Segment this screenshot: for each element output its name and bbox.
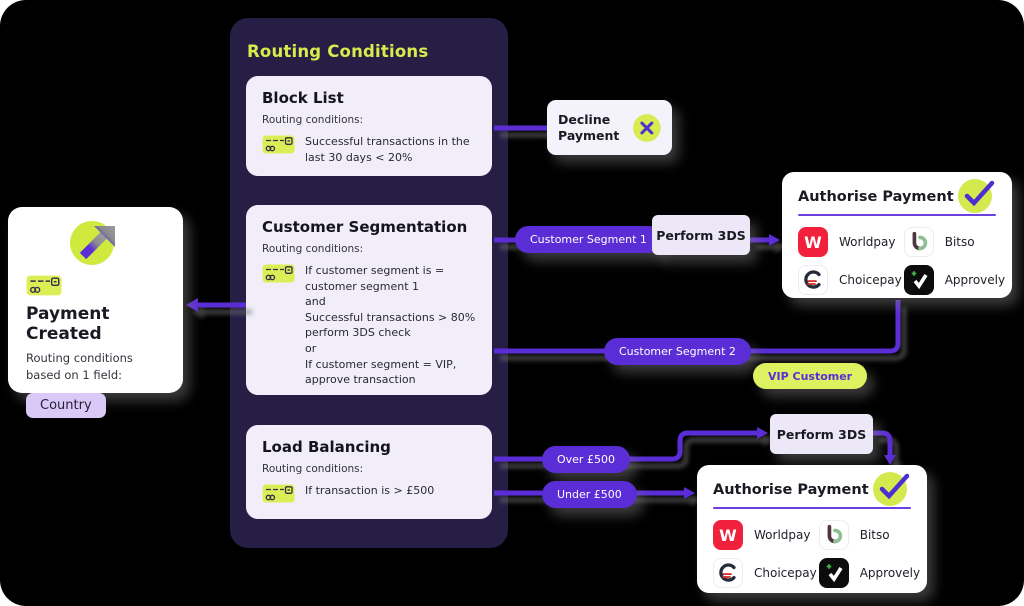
provider-worldpay: W Worldpay [713, 520, 817, 550]
under-500-pill: Under £500 [542, 481, 637, 508]
over-500-pill: Over £500 [542, 446, 630, 473]
block-list-card: Block List Routing conditions: Successfu… [246, 76, 492, 176]
provider-approvely: Approvely [903, 265, 1005, 295]
choicepay-icon [798, 265, 828, 295]
block-list-condition: Successful transactions in the last 30 d… [305, 135, 470, 164]
worldpay-icon: W [798, 227, 828, 257]
authorise-payment-title: Authorise Payment [798, 189, 954, 205]
block-list-title: Block List [262, 89, 344, 107]
arrowhead-right [757, 427, 768, 439]
arrowhead-left [186, 298, 198, 312]
payment-created-card: Payment Created Routing conditions based… [8, 207, 183, 419]
load-balancing-condition: If transaction is > £500 [305, 484, 435, 497]
arrowhead-down [884, 455, 896, 465]
country-chip: Country [26, 393, 106, 419]
customer-segmentation-title: Customer Segmentation [262, 218, 468, 236]
provider-bitso: Bitso [818, 520, 920, 550]
customer-segmentation-card: Customer Segmentation Routing conditions… [246, 205, 492, 395]
provider-worldpay: W Worldpay [798, 227, 902, 257]
payment-created-subtitle: Routing conditions based on 1 field: [26, 351, 133, 382]
check-icon [873, 472, 910, 506]
credit-card-icon [262, 484, 295, 503]
decline-payment-node: Decline Payment [547, 100, 672, 155]
authorise-payment-panel-top: Authorise Payment W Worldpay Bitso Choic… [782, 172, 1012, 298]
perform-3ds-node-top: Perform 3DS [652, 215, 750, 255]
divider [798, 214, 996, 216]
perform-3ds-node-bottom: Perform 3DS [770, 414, 873, 454]
customer-segment-2-pill: Customer Segment 2 [604, 338, 751, 365]
connector-perform3ds-authorise-bottom [873, 430, 893, 456]
x-icon [633, 113, 661, 142]
load-balancing-card: Load Balancing Routing conditions: If tr… [246, 425, 492, 519]
load-balancing-title: Load Balancing [262, 438, 391, 456]
divider [713, 507, 911, 509]
credit-card-icon [262, 135, 295, 154]
vip-customer-pill: VIP Customer [753, 363, 868, 389]
routing-conditions-panel: Routing Conditions Block List Routing co… [230, 18, 508, 548]
decline-payment-title: Decline Payment [558, 111, 620, 143]
worldpay-icon: W [713, 520, 743, 550]
routing-conditions-title: Routing Conditions [247, 42, 429, 61]
authorise-payment-panel-bottom: Authorise Payment W Worldpay Bitso Choic… [697, 465, 927, 593]
provider-choicepay: Choicepay [798, 265, 902, 295]
block-list-label: Routing conditions: [262, 114, 364, 126]
primer-arrow-icon [70, 221, 115, 265]
approvely-icon [818, 558, 849, 588]
customer-segment-1-pill: Customer Segment 1 [515, 226, 662, 253]
payment-created-title: Payment Created [26, 304, 110, 344]
provider-bitso: Bitso [903, 227, 1005, 257]
provider-choicepay: Choicepay [713, 558, 817, 588]
customer-segmentation-label: Routing conditions: [262, 243, 364, 255]
authorise-payment-title: Authorise Payment [713, 482, 869, 498]
choicepay-icon [713, 558, 743, 588]
load-balancing-label: Routing conditions: [262, 463, 364, 475]
provider-approvely: Approvely [818, 558, 920, 588]
bitso-icon [903, 227, 934, 257]
arrowhead-right [769, 234, 780, 246]
check-icon [958, 179, 995, 213]
bitso-icon [818, 520, 849, 550]
customer-segmentation-condition: If customer segment is = customer segmen… [305, 264, 476, 387]
arrowhead-right [684, 487, 695, 499]
credit-card-icon [26, 275, 62, 296]
approvely-icon [903, 265, 934, 295]
credit-card-icon [262, 264, 295, 283]
